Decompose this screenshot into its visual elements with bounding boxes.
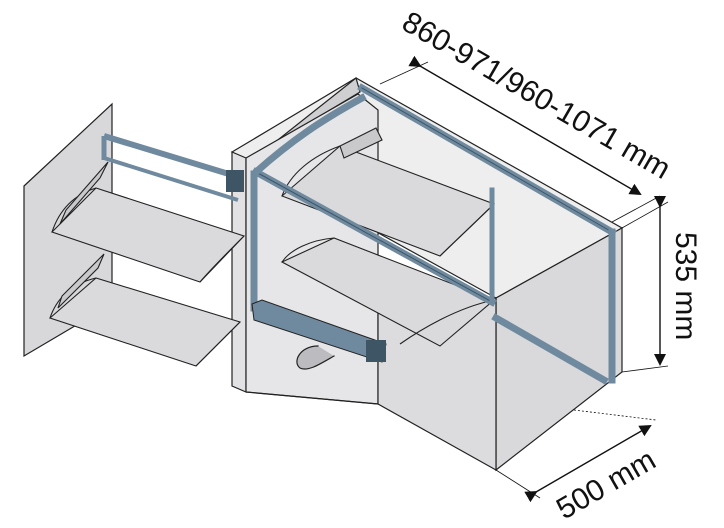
- door-shelf-upper: [50, 156, 246, 283]
- door-frame: [101, 133, 244, 192]
- height-label: 535 mm: [669, 232, 702, 340]
- door-shelf-lower: [48, 253, 242, 367]
- dimension-height: 535 mm: [621, 196, 702, 373]
- depth-label: 500 mm: [551, 443, 661, 526]
